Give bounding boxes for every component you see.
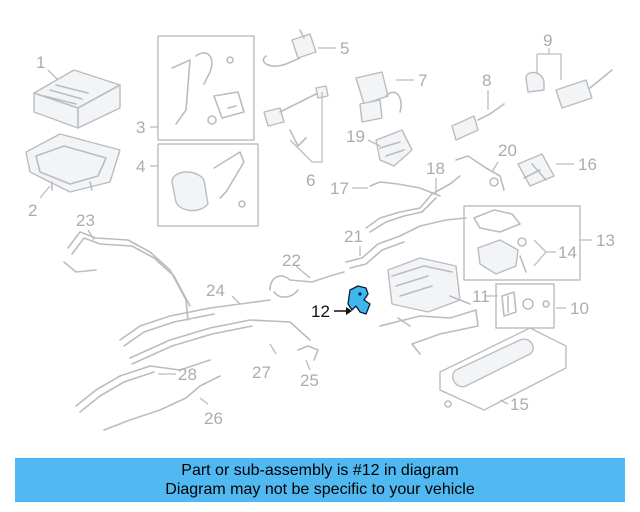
- part-6-wiring-harness[interactable]: [263, 85, 329, 147]
- part-28-air-lines[interactable]: [75, 359, 211, 413]
- callout-24: 24: [206, 281, 225, 300]
- part-4-group-box: [157, 143, 259, 227]
- part-24-air-line[interactable]: [119, 299, 271, 347]
- part-10-group-box: [495, 283, 555, 329]
- callout-4: 4: [136, 157, 145, 176]
- part-16-filter[interactable]: [517, 153, 555, 187]
- callout-14: 14: [558, 243, 577, 262]
- callout-17: 17: [330, 179, 349, 198]
- part-4-level-sensor[interactable]: [171, 151, 246, 212]
- part-25-fitting[interactable]: [297, 345, 319, 361]
- part-8-switch[interactable]: [451, 103, 505, 141]
- part-3-height-sensor[interactable]: [171, 52, 245, 125]
- callout-7: 7: [418, 71, 427, 90]
- callout-1: 1: [36, 53, 45, 72]
- info-banner: Part or sub-assembly is #12 in diagram D…: [15, 458, 625, 502]
- callout-19: 19: [346, 127, 365, 146]
- callout-18: 18: [426, 159, 445, 178]
- part-15-group-box: [439, 327, 567, 411]
- part-1-control-module[interactable]: [33, 69, 121, 129]
- callout-6: 6: [306, 171, 315, 190]
- part-15-reservoir[interactable]: [444, 338, 534, 408]
- part-7-relay[interactable]: [355, 71, 402, 123]
- parts-diagram: 1 2 3 4 5 6: [25, 29, 615, 431]
- part-26-air-line[interactable]: [103, 375, 221, 431]
- part-12-bracket-highlighted[interactable]: [347, 285, 371, 315]
- callout-22: 22: [282, 251, 301, 270]
- callout-21: 21: [344, 227, 363, 246]
- part-5-sensor-connector[interactable]: [262, 29, 317, 67]
- callout-8: 8: [482, 71, 491, 90]
- callout-28: 28: [178, 365, 197, 384]
- part-3-group-box: [157, 35, 255, 141]
- callout-27: 27: [252, 363, 271, 382]
- part-23-air-lines[interactable]: [63, 231, 191, 321]
- part-27-air-line[interactable]: [129, 319, 311, 365]
- callout-12: 12: [311, 302, 330, 321]
- callout-23: 23: [76, 211, 95, 230]
- callout-20: 20: [498, 141, 517, 160]
- callout-15: 15: [510, 395, 529, 414]
- part-22-air-line[interactable]: [269, 271, 345, 298]
- part-13-valve-block[interactable]: [473, 209, 527, 275]
- part-11-mount[interactable]: [501, 291, 550, 317]
- part-17-air-line[interactable]: [369, 181, 441, 197]
- callout-16: 16: [578, 155, 597, 174]
- part-2-bracket[interactable]: [25, 133, 121, 193]
- callout-11: 11: [472, 287, 490, 306]
- callout-5: 5: [340, 39, 349, 58]
- callout-13: 13: [596, 231, 615, 250]
- part-21-air-line[interactable]: [345, 217, 467, 269]
- part-19-bracket[interactable]: [375, 129, 413, 167]
- part-18-air-line[interactable]: [365, 175, 461, 233]
- part-9-valve-assembly[interactable]: [525, 69, 613, 109]
- banner-line-1: Part or sub-assembly is #12 in diagram: [181, 462, 459, 479]
- banner-line-2: Diagram may not be specific to your vehi…: [165, 481, 475, 498]
- callout-2: 2: [28, 201, 37, 220]
- part-20-fitting[interactable]: [455, 155, 505, 191]
- part-13-group-box: [463, 205, 581, 281]
- callout-26: 26: [204, 409, 223, 428]
- callout-3: 3: [136, 118, 145, 137]
- compressor-assembly[interactable]: [379, 257, 479, 355]
- callout-9: 9: [543, 31, 552, 50]
- callout-10: 10: [570, 299, 589, 318]
- callout-25: 25: [300, 371, 319, 390]
